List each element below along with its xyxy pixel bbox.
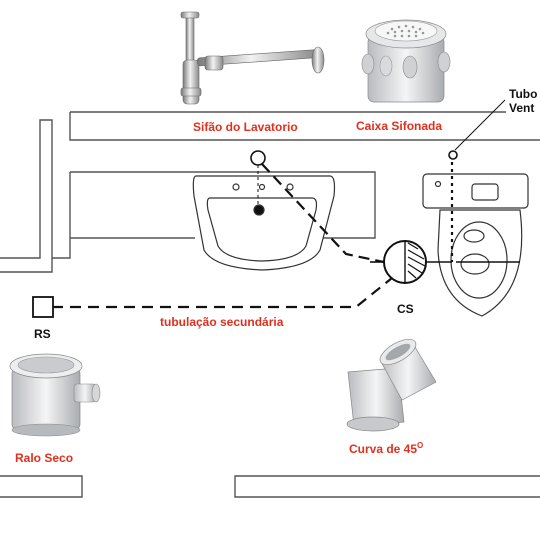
label-ralo-seco: Ralo Seco <box>15 451 74 465</box>
lavatory-fixture <box>192 175 336 271</box>
upper-wall <box>69 112 540 141</box>
toilet-fixture <box>422 173 529 317</box>
vent-pipe-top <box>448 150 458 160</box>
walls <box>0 111 540 498</box>
pipe-secondary <box>52 277 393 309</box>
cs-symbol <box>383 240 427 284</box>
label-caixa-sifonada: Caixa Sifonada <box>356 119 443 133</box>
left-wall <box>0 119 53 273</box>
label-rs: RS <box>34 327 51 341</box>
label-cs: CS <box>397 302 414 316</box>
sifao-image <box>180 11 325 105</box>
label-curva-45: Curva de 45O <box>349 439 423 456</box>
bottom-wall-right <box>234 475 540 498</box>
counter-wall <box>70 171 376 239</box>
label-curva-45-text: Curva de 45 <box>349 442 418 456</box>
ralo-seco-image <box>9 353 101 437</box>
label-sifao: Sifão do Lavatorio <box>193 120 298 134</box>
bottom-wall-left <box>0 475 83 498</box>
label-tubo-line2: Vent <box>509 101 535 115</box>
left-inner-wall <box>52 172 71 259</box>
curva-45-image <box>346 338 437 432</box>
label-curva-45-degree: O <box>417 441 424 450</box>
pipe-lav-to-cs <box>261 163 385 264</box>
tubo-ventilacao-leader <box>454 99 506 151</box>
label-tubo-line1: Tubo <box>509 87 538 101</box>
label-tubulacao-secundaria: tubulação secundária <box>160 315 284 329</box>
lavatory-drain-circle <box>250 150 266 166</box>
caixa-sifonada-image <box>361 19 451 103</box>
rs-symbol <box>32 296 54 318</box>
